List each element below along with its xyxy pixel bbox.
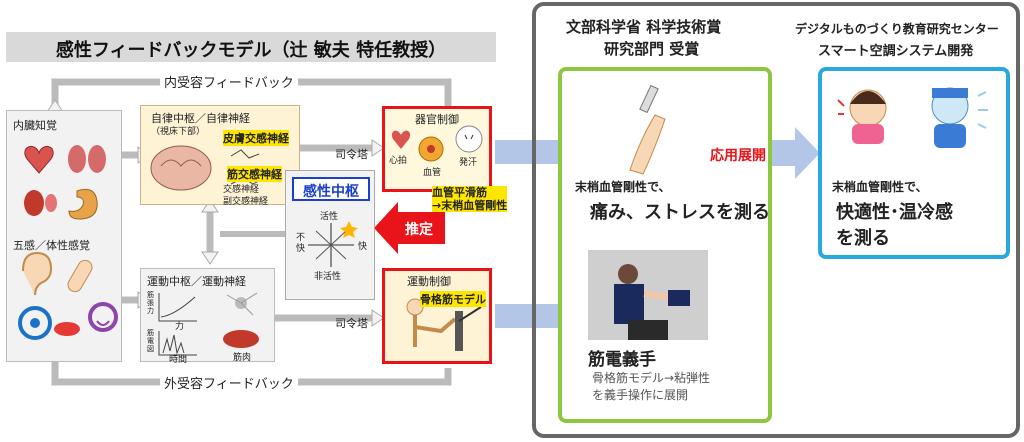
autonomic-sub: （視床下部） xyxy=(151,127,206,137)
motor-box: 運動中枢／運動神経 筋 張 力 力 筋 電 図 時間 筋肉 xyxy=(140,268,275,365)
motion-control-box: 運動制御 xyxy=(382,268,492,364)
prosthesis-photo-art xyxy=(588,250,708,340)
active-label: 活性 xyxy=(320,212,339,222)
muscle-sympathetic-label: 筋交感神経 xyxy=(227,166,282,182)
sweat-icon xyxy=(455,125,483,153)
brain-icon xyxy=(150,145,266,191)
organ-title: 器官制御 xyxy=(415,113,459,126)
stomach-icon xyxy=(68,188,98,220)
comfort-label: 快 xyxy=(358,242,368,252)
center-title: 感性中枢 xyxy=(303,184,359,200)
center-header2: スマート空調システム開発 xyxy=(818,44,974,59)
award-line2: 研究部門 受賞 xyxy=(604,40,700,58)
heart-icon xyxy=(391,130,411,149)
pain-caption1: 末梢血管剛性で、 xyxy=(575,180,671,194)
ear-icon xyxy=(22,251,53,296)
autonomic-title: 自律中枢／自律神経 xyxy=(151,112,250,125)
finger-icon xyxy=(67,259,93,293)
prosthesis-title: 筋電義手 xyxy=(588,350,656,370)
comfort-caption1: 末梢血管剛性で、 xyxy=(832,180,928,194)
axis-y2: 筋 電 図 xyxy=(147,329,154,353)
command-label-2: 司令塔 xyxy=(335,317,368,330)
organ-icons xyxy=(18,145,118,340)
visceral-label: 内臓知覚 xyxy=(13,119,57,132)
heart-rate-label: 心拍 xyxy=(389,156,408,166)
inactive-label: 非活性 xyxy=(314,272,342,282)
vascular-smooth-muscle-label: 血管平滑筋 →末梢血管剛性 xyxy=(432,186,508,212)
command-label-1: 司令塔 xyxy=(335,148,368,161)
nose-icon xyxy=(88,302,118,332)
sympathetic-label: 交感神経 xyxy=(223,185,260,195)
estimate-label: 推定 xyxy=(405,222,433,238)
outer-feedback-label: 外受容フィードバック xyxy=(160,373,298,392)
prosthesis-desc2: を義手操作に展開 xyxy=(592,388,689,402)
title-bar: 感性フィードバックモデル（辻 敏夫 特任教授） xyxy=(6,32,496,62)
pain-caption2: 痛み、ストレスを測る xyxy=(590,202,770,223)
arm-model-icon xyxy=(406,298,482,351)
autonomic-box: 自律中枢／自律神経 （視床下部） 皮膚交感神経 筋交感神経 交感神経 副交感神経 xyxy=(140,105,300,207)
muscle-label: 筋肉 xyxy=(233,353,252,363)
motion-title: 運動制御 xyxy=(407,275,451,288)
skin-sympathetic-label: 皮膚交感神経 xyxy=(223,130,289,146)
axis-y1: 筋 張 力 xyxy=(147,291,154,315)
organ-control-box: 器官制御 心拍 発汗 血管 xyxy=(382,106,492,192)
center-header1: デジタルものづくり教育研究センター xyxy=(795,22,999,36)
motor-title: 運動中枢／運動神経 xyxy=(147,275,246,288)
skeletal-muscle-label: 骨格筋モデル xyxy=(420,291,486,307)
axis-x2: 時間 xyxy=(169,355,188,365)
page-title: 感性フィードバックモデル（辻 敏夫 特任教授） xyxy=(55,40,447,61)
parasympathetic-label: 副交感神経 xyxy=(223,197,269,207)
sweat-label: 発汗 xyxy=(459,158,478,168)
axis-x1: 力 xyxy=(175,322,185,332)
motor-graphs xyxy=(158,292,259,356)
discomfort-label: 不 快 xyxy=(296,233,306,254)
emotion-axes xyxy=(308,221,358,267)
lungs-icon xyxy=(68,145,106,173)
neuron-icon xyxy=(226,292,258,316)
comfort-caption3: を測る xyxy=(836,228,890,249)
center-title-wrap xyxy=(292,177,370,201)
research-panel xyxy=(532,2,1020,438)
apply-label: 応用展開 xyxy=(710,148,766,164)
center-box: 感性中枢 活性 非活性 不 快 快 xyxy=(285,170,375,300)
heart-icon xyxy=(24,145,54,174)
senses-box: 内臓知覚 五感／体性感覚 xyxy=(6,110,122,362)
comfort-caption2: 快適性･温冷感 xyxy=(836,202,953,223)
vessel-icon xyxy=(418,136,444,162)
estimate-arrow xyxy=(374,202,445,254)
mouth-icon xyxy=(54,322,80,336)
kidney-icon xyxy=(24,190,57,216)
vessel-label: 血管 xyxy=(423,168,442,178)
organ-icons-2 xyxy=(391,125,483,162)
inner-feedback-label: 内受容フィードバック xyxy=(160,72,298,91)
five-senses-label: 五感／体性感覚 xyxy=(13,239,90,252)
award-line1: 文部科学省 科学技術賞 xyxy=(566,18,722,36)
eye-icon xyxy=(18,306,52,340)
prosthesis-desc1: 骨格筋モデル→粘弾性 xyxy=(592,371,711,385)
muscle-icon xyxy=(223,330,259,348)
prosthesis-photo xyxy=(588,250,708,340)
